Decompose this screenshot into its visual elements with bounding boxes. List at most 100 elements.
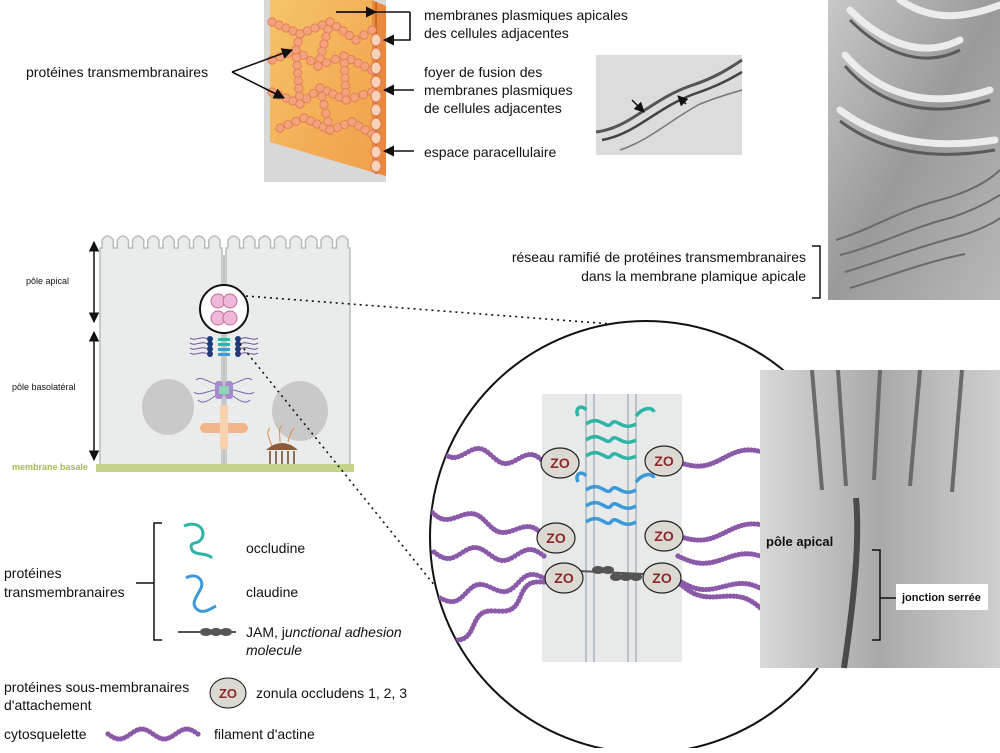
legend-occludin-label: occludine <box>246 540 305 556</box>
actin-filament <box>537 579 543 585</box>
protein-bead <box>360 125 370 135</box>
actin-filament <box>541 553 547 559</box>
tj-actin <box>239 342 259 345</box>
protein-bead <box>315 83 325 93</box>
tj-zo-dot <box>207 346 213 352</box>
freeze-fracture-photo <box>828 0 1000 300</box>
protein-bead <box>319 100 329 110</box>
desmosome-stem <box>220 405 228 449</box>
tj-strand <box>218 348 230 351</box>
claudin-loop <box>584 484 637 494</box>
protein-bead <box>359 30 369 40</box>
zoom-leader-lines <box>239 295 613 613</box>
protein-bead <box>291 116 301 126</box>
microvilli-shadows <box>839 18 996 156</box>
junction-circle-proteins <box>210 293 238 326</box>
legend-claudin-label: claudine <box>246 584 298 600</box>
edge-bead <box>370 61 382 75</box>
protein-bead <box>283 120 293 130</box>
label-network-line1: réseau ramifié de protéines transmembran… <box>512 249 806 265</box>
label-paracellular-space: espace paracellulaire <box>424 144 557 160</box>
protein-bead <box>351 35 361 45</box>
label-fusion-line1: foyer de fusion des <box>424 64 542 80</box>
tem-photo-small <box>595 55 743 155</box>
edge-bead <box>370 33 382 47</box>
zo-ellipse <box>536 522 576 554</box>
edge-bead <box>370 75 382 89</box>
tj-zo-dot <box>207 351 213 357</box>
legend-jam-prefix: JAM, j <box>246 624 285 640</box>
zo-label: ZO <box>652 570 672 586</box>
actin-filament <box>488 608 494 614</box>
occludin-loop-tail <box>634 406 656 418</box>
micrograph-junction-line <box>841 497 861 669</box>
hemidesmosome <box>266 425 298 464</box>
tj-zo-dot <box>207 341 213 347</box>
zoom-occludin <box>575 405 656 460</box>
protein-bead <box>358 90 368 100</box>
arrow-transmembrane-1 <box>231 48 294 73</box>
zo-ellipse <box>642 562 682 594</box>
protein-bead <box>293 76 303 86</box>
protein-bead <box>295 29 305 39</box>
legend-bracket-transmembrane <box>153 522 162 641</box>
protein-bead <box>308 88 318 98</box>
actin-filament <box>496 608 502 614</box>
protein-bead <box>294 91 305 101</box>
nucleus-left <box>142 379 194 435</box>
legend-zo-symbol <box>209 677 247 709</box>
occludin-loop <box>584 434 637 444</box>
claudin-loop-tail <box>634 472 656 484</box>
protein-bead <box>295 99 305 109</box>
label-fusion-line3: de cellules adjacentes <box>424 100 562 116</box>
label-fusion-line2: membranes plasmiques <box>424 82 573 98</box>
legend-actin-label: filament d'actine <box>214 726 315 742</box>
micrograph-microvilli <box>810 369 964 493</box>
protein-bead <box>275 123 285 133</box>
legend-group-transmembrane-line1: protéines <box>4 565 62 581</box>
tem-membrane-2 <box>601 70 743 142</box>
cell-diagram: pôle apical pôle basolatéral membrane ba… <box>12 235 354 472</box>
legend-jam-label-line2: molecule <box>246 642 302 658</box>
legend-claudin-symbol <box>185 574 217 613</box>
edge-bead <box>370 103 382 117</box>
protein-bead <box>354 121 364 131</box>
protein-bead <box>317 91 327 102</box>
tj-zo-dot <box>235 341 241 347</box>
zo-ellipse <box>544 562 584 594</box>
claudin-loop-tail <box>575 471 588 483</box>
edge-bead <box>370 145 382 159</box>
legend-group-submembrane-line1: protéines sous-membranaires <box>4 679 189 695</box>
label-basolateral-pole: pôle basolatéral <box>12 382 76 392</box>
claudin-loop <box>584 516 637 526</box>
protein-bead <box>292 60 302 71</box>
legend-jam-symbol <box>178 628 236 636</box>
edge-beads <box>370 33 382 173</box>
tem-membrane-3 <box>619 89 743 151</box>
tight-junction-bracket <box>872 549 881 641</box>
edge-bead <box>370 47 382 61</box>
protein-bead <box>331 21 342 32</box>
protein-bead <box>330 54 340 64</box>
zo-label: ZO <box>546 530 566 546</box>
cell-tight-junction-strands <box>189 336 259 357</box>
tj-strand <box>218 338 230 341</box>
protein-bead <box>291 45 301 55</box>
freeze-fracture-labels: réseau ramifié de protéines transmembran… <box>512 245 821 299</box>
tight-junction-label-box <box>896 584 988 610</box>
legend-zo-label: zonula occludens 1, 2, 3 <box>256 685 407 701</box>
zo-label: ZO <box>550 455 570 471</box>
arrow-apical-lower <box>382 12 411 46</box>
protein-bead <box>350 92 360 102</box>
claudin-loop <box>584 500 637 510</box>
actin-filament <box>492 608 498 614</box>
top-schematic-arrows <box>231 6 414 157</box>
label-apical-pole-micrograph: pôle apical <box>766 534 833 549</box>
protein-bead <box>341 95 351 105</box>
protein-bead <box>344 30 355 41</box>
protein-bead <box>325 125 335 135</box>
legend-group-cytoskeleton: cytosquelette <box>4 726 87 742</box>
tj-actin <box>189 352 209 355</box>
zoom-claudin <box>575 471 656 526</box>
